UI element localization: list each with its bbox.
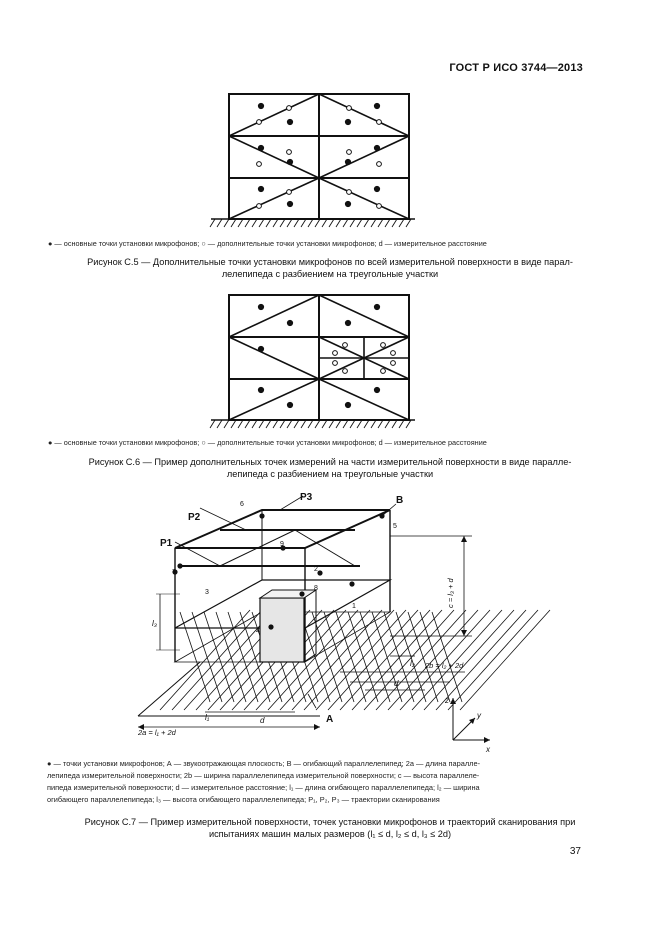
label-p2: P2 — [188, 512, 201, 523]
main-mic-point — [344, 158, 352, 166]
label-6: 6 — [240, 501, 244, 508]
main-mic-point — [373, 386, 381, 394]
figure-c5-diagram — [209, 93, 415, 228]
label-c-eq: c = l₃ + d — [446, 578, 455, 608]
label-l3: l₃ — [152, 619, 157, 628]
axis-x-label: x — [485, 745, 491, 754]
mic-point — [259, 513, 265, 519]
figure-c7-note-line3: пипеда измерительной поверхности; d — из… — [47, 783, 480, 792]
mic-point — [317, 570, 323, 576]
main-mic-point — [257, 144, 265, 152]
main-mic-point — [257, 345, 265, 353]
label-7: 7 — [172, 569, 176, 576]
extra-mic-point — [256, 119, 262, 125]
figure-c7-caption-line1: Рисунок С.7 — Пример измерительной повер… — [84, 817, 576, 827]
main-mic-point — [344, 118, 352, 126]
label-1: 1 — [352, 603, 356, 610]
page-number: 37 — [569, 846, 581, 857]
label-b: B — [396, 495, 403, 506]
axis-y-label: y — [476, 711, 482, 720]
mic-point — [280, 545, 286, 551]
mic-point — [349, 581, 355, 587]
extra-mic-point — [332, 350, 338, 356]
label-p3: P3 — [300, 492, 313, 503]
main-mic-point — [257, 185, 265, 193]
main-mic-point — [373, 303, 381, 311]
extra-mic-point — [390, 350, 396, 356]
figure-c5-caption: Рисунок С.5 — Дополнительные точки устан… — [40, 256, 620, 280]
extra-mic-point — [286, 149, 292, 155]
extra-mic-point — [256, 161, 262, 167]
extra-mic-point — [390, 360, 396, 366]
figure-c7-diagram: P1 P2 P3 B A 1 2 3 4 5 6 7 8 9 c = l₃ + d 2b = l₂ + 2d 2… — [137, 492, 551, 754]
main-mic-point — [286, 158, 294, 166]
main-mic-point — [344, 319, 352, 327]
figure-c7-caption-line2: испытаниях машин малых размеров (l₁ ≤ d,… — [208, 829, 452, 839]
extra-mic-point — [380, 342, 386, 348]
mic-point — [172, 569, 178, 575]
extra-mic-point — [286, 189, 292, 195]
extra-mic-point — [376, 161, 382, 167]
main-mic-point — [286, 319, 294, 327]
figure-c7-note: ● — точки установки микрофонов; А — звук… — [47, 758, 587, 806]
extra-mic-point — [342, 342, 348, 348]
main-mic-point — [286, 118, 294, 126]
main-mic-point — [373, 144, 381, 152]
extra-mic-point — [256, 203, 262, 209]
label-p1: P1 — [160, 538, 173, 549]
figure-c6-caption-line1: Рисунок С.6 — Пример дополнительных точе… — [88, 457, 572, 467]
main-mic-point — [286, 200, 294, 208]
extra-mic-point — [286, 105, 292, 111]
main-mic-point — [373, 102, 381, 110]
figure-c6-diagram — [209, 294, 415, 429]
extra-mic-point — [332, 360, 338, 366]
extra-mic-point — [376, 203, 382, 209]
label-2b: 2b = l₂ + 2d — [424, 661, 464, 670]
figure-c7-note-line1: ● — точки установки микрофонов; А — звук… — [47, 759, 481, 768]
main-mic-point — [344, 200, 352, 208]
mic-point — [299, 591, 305, 597]
label-d-bottom: d — [260, 716, 265, 725]
label-l1: l₁ — [205, 713, 210, 722]
main-mic-point — [373, 185, 381, 193]
figure-c7-note-line2: лепипеда измерительной поверхности; 2b —… — [47, 771, 480, 780]
extra-mic-point — [380, 368, 386, 374]
standard-header: ГОСТ Р ИСО 3744—2013 — [449, 62, 583, 74]
mic-point — [379, 513, 385, 519]
main-mic-point — [257, 102, 265, 110]
extra-mic-point — [346, 189, 352, 195]
figure-c5-legend: ● — основные точки установки микрофонов;… — [48, 239, 487, 248]
main-mic-point — [286, 401, 294, 409]
extra-mic-point — [346, 149, 352, 155]
main-mic-point — [257, 386, 265, 394]
figure-c6-caption: Рисунок С.6 — Пример дополнительных точе… — [40, 456, 620, 480]
label-9: 9 — [280, 541, 284, 548]
label-2: 2 — [314, 566, 318, 573]
label-d-right: d — [394, 679, 399, 688]
figure-c6-caption-line2: лепипеда с разбиением на треугольные уча… — [226, 469, 434, 479]
figure-c7-note-line4: огибающего параллелепипеда; l₃ — высота … — [47, 795, 440, 804]
label-2a: 2a = l₁ + 2d — [137, 728, 177, 737]
axis-z-label: z — [444, 696, 449, 705]
extra-mic-point — [346, 105, 352, 111]
mic-point — [268, 624, 274, 630]
main-mic-point — [257, 303, 265, 311]
label-3: 3 — [205, 589, 209, 596]
extra-mic-point — [376, 119, 382, 125]
figure-c5-caption-line2: лелепипеда с разбиением на треугольные у… — [221, 269, 439, 279]
label-5: 5 — [393, 523, 397, 530]
extra-mic-point — [342, 368, 348, 374]
label-8: 8 — [314, 585, 318, 592]
mic-point — [177, 563, 183, 569]
label-a: A — [326, 714, 333, 725]
figure-c5-caption-line1: Рисунок С.5 — Дополнительные точки устан… — [87, 257, 573, 267]
label-4: 4 — [256, 628, 260, 635]
label-l2: l₂ — [410, 659, 415, 668]
figure-c6-legend: ● — основные точки установки микрофонов;… — [48, 438, 487, 447]
main-mic-point — [344, 401, 352, 409]
figure-c7-caption: Рисунок С.7 — Пример измерительной повер… — [40, 816, 620, 840]
